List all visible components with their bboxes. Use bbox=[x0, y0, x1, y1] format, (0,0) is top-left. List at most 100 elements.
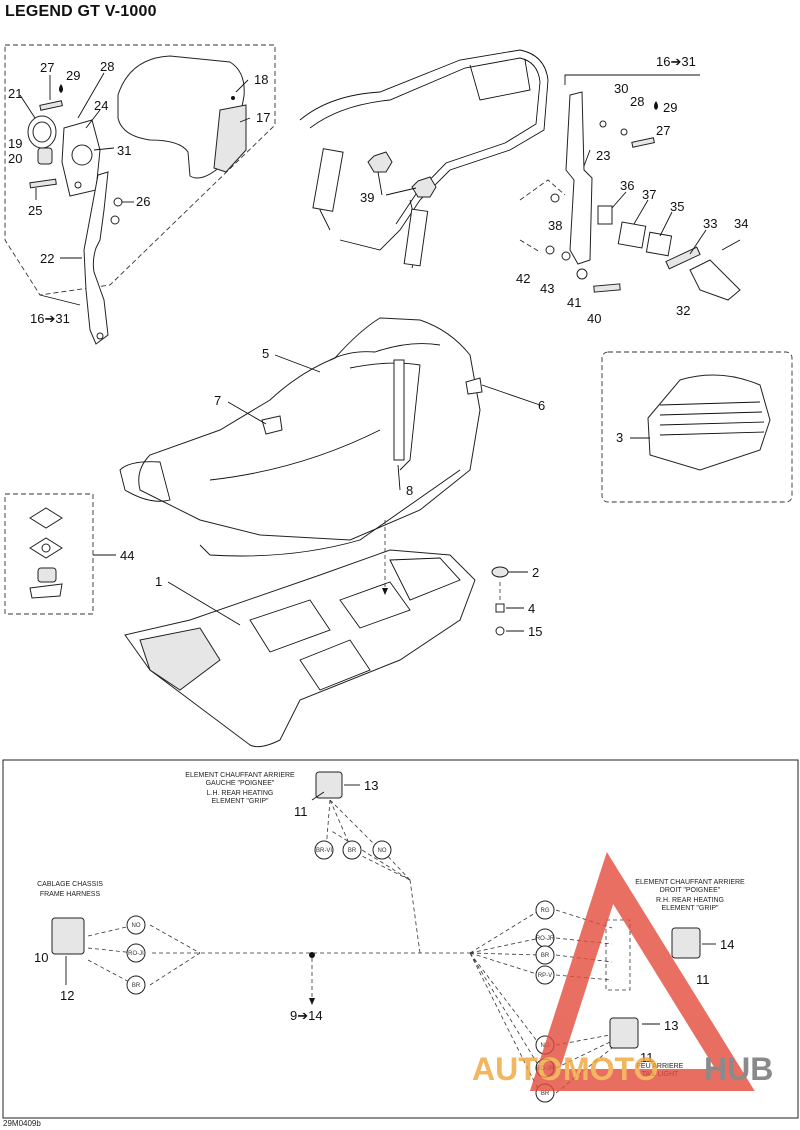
wire-tag: BR bbox=[348, 848, 357, 854]
callout-10: 10 bbox=[34, 950, 48, 965]
callout-13b: 13 bbox=[664, 1018, 678, 1033]
plug-2 bbox=[491, 566, 509, 578]
right-grip-label-line: R.H. REAR HEATING bbox=[656, 897, 724, 904]
left-grip-label-line: GAUCHE "POIGNEE" bbox=[206, 780, 275, 787]
fastener-kit-box bbox=[4, 493, 116, 615]
left-grip-label-line: ELEMENT CHAUFFANT ARRIERE bbox=[185, 772, 295, 779]
watermark-logo: AUTO MOTO HUB bbox=[472, 851, 773, 1091]
block-35 bbox=[645, 231, 673, 257]
callout-27: 27 bbox=[40, 60, 54, 75]
nut-39b bbox=[411, 176, 437, 198]
washer-43 bbox=[561, 251, 571, 261]
seat-group bbox=[119, 317, 541, 557]
callout-37: 37 bbox=[642, 187, 656, 202]
watermark-triangle bbox=[529, 851, 755, 1091]
frame-harness-connector bbox=[51, 917, 85, 955]
callout-6: 6 bbox=[538, 398, 545, 413]
drawing-code: 29M0409b bbox=[3, 1119, 41, 1128]
pin-33 bbox=[665, 246, 701, 270]
callout-34: 34 bbox=[734, 216, 748, 231]
bolt-40 bbox=[593, 283, 621, 293]
watermark-hub: HUB bbox=[704, 1051, 773, 1087]
rack-support-right bbox=[403, 208, 429, 267]
bolt-27b bbox=[631, 137, 655, 148]
bolt-25 bbox=[29, 178, 57, 189]
callout-22: 22 bbox=[40, 251, 54, 266]
wire-tag: BR-VI bbox=[316, 848, 332, 854]
seat-hook-6 bbox=[465, 377, 483, 395]
plate-37 bbox=[617, 221, 647, 249]
side-bracket bbox=[565, 91, 593, 265]
callout-12: 12 bbox=[60, 988, 74, 1003]
wiring-labels: ELEMENT CHAUFFANT ARRIERE GAUCHE "POIGNE… bbox=[37, 772, 745, 1078]
frame-harness-label-line: FRAME HARNESS bbox=[40, 891, 101, 898]
receptacle-44 bbox=[37, 567, 57, 583]
spacer-36 bbox=[597, 205, 613, 225]
washer-38 bbox=[550, 193, 560, 203]
backrest-bracket bbox=[83, 171, 109, 345]
tail-light-connector bbox=[609, 1017, 639, 1049]
callout-43: 43 bbox=[540, 281, 554, 296]
callout-8: 8 bbox=[406, 483, 413, 498]
left-grip-connector bbox=[315, 771, 343, 799]
backrest-panel bbox=[213, 104, 247, 173]
callout-29: 29 bbox=[66, 68, 80, 83]
left-grip-label-line: L.H. REAR HEATING bbox=[207, 790, 274, 797]
loctite-drop-icon-2 bbox=[654, 101, 658, 110]
washer-41 bbox=[576, 268, 588, 280]
backrest-pad bbox=[117, 55, 245, 179]
right-grip-label-line: ELEMENT CHAUFFANT ARRIERE bbox=[635, 879, 745, 886]
washer-42 bbox=[545, 245, 555, 255]
watermark-auto: AUTO bbox=[472, 1051, 562, 1087]
callout-29b: 29 bbox=[663, 100, 677, 115]
watermark-moto: MOTO bbox=[563, 1051, 658, 1087]
callout-16-31-left: 16➔31 bbox=[30, 311, 70, 326]
callout-11b: 11 bbox=[696, 972, 710, 987]
wire-tag: RP-V bbox=[538, 973, 552, 979]
callout-7: 7 bbox=[214, 393, 221, 408]
callout-36: 36 bbox=[620, 178, 634, 193]
wire-tag: RO-JI bbox=[128, 951, 144, 957]
handle-32 bbox=[689, 259, 741, 301]
backrest-assembly-group bbox=[4, 44, 276, 345]
knob-spacer bbox=[37, 147, 53, 165]
callout-4: 4 bbox=[528, 601, 535, 616]
callout-30: 30 bbox=[614, 81, 628, 96]
callout-28: 28 bbox=[100, 59, 114, 74]
nut-15 bbox=[495, 626, 505, 636]
seat-cushion bbox=[138, 317, 481, 541]
callout-14: 14 bbox=[720, 937, 734, 952]
callout-41: 41 bbox=[567, 295, 581, 310]
callout-15: 15 bbox=[528, 624, 542, 639]
callout-25: 25 bbox=[28, 203, 42, 218]
rack-rail bbox=[299, 49, 549, 251]
callout-23: 23 bbox=[596, 148, 610, 163]
seat-base-front bbox=[139, 627, 221, 691]
seat-cover-3 bbox=[647, 374, 771, 471]
callout-24: 24 bbox=[94, 98, 108, 113]
callout-19: 19 bbox=[8, 136, 22, 151]
frame-harness-label-line: CABLAGE CHASSIS bbox=[37, 881, 103, 888]
callout-32: 32 bbox=[676, 303, 690, 318]
callout-16-31-right: 16➔31 bbox=[656, 54, 696, 69]
callout-5: 5 bbox=[262, 346, 269, 361]
callout-44: 44 bbox=[120, 548, 134, 563]
washer-28 bbox=[620, 128, 628, 136]
seat-strap-8 bbox=[393, 359, 405, 461]
tail-light-label-line: FEU ARRIERE bbox=[637, 1063, 684, 1070]
right-grip-label-line: DROIT "POIGNEE" bbox=[660, 887, 721, 894]
callout-42: 42 bbox=[516, 271, 530, 286]
callout-11c: 11 bbox=[640, 1050, 654, 1065]
callout-27b: 27 bbox=[656, 123, 670, 138]
seat-latch-7 bbox=[261, 415, 283, 435]
left-grip-label-line: ELEMENT "GRIP" bbox=[212, 798, 269, 805]
nut-39a bbox=[367, 151, 393, 173]
washer-26 bbox=[113, 197, 123, 207]
callout-31: 31 bbox=[117, 143, 131, 158]
callout-1: 1 bbox=[155, 574, 162, 589]
wire-tag: NO bbox=[132, 923, 141, 929]
rack-support-left bbox=[312, 148, 344, 212]
right-grip-label-line: ELEMENT "GRIP" bbox=[662, 905, 719, 912]
callout-numbers: 27 29 28 21 24 18 17 19 20 31 25 26 22 1… bbox=[8, 54, 748, 1065]
